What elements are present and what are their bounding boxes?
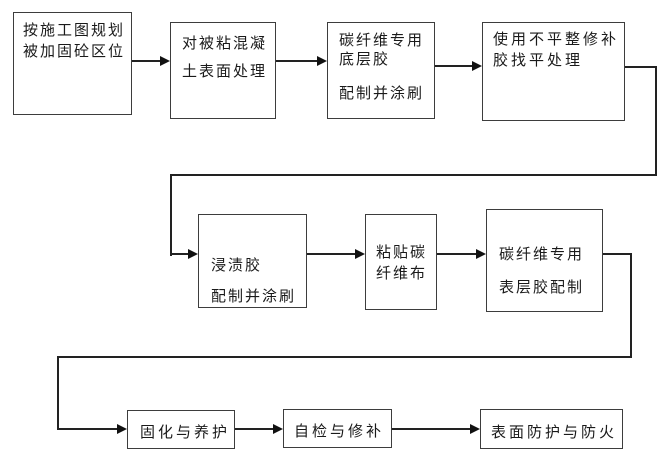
connector-segment-n5-n6 — [307, 253, 355, 255]
node-concrete-surface-treatment: 对被粘混凝 土表面处理 — [170, 22, 276, 119]
node-text-line: 表层胶配制 — [499, 279, 585, 296]
node-text-line: 配制并涂刷 — [211, 288, 297, 305]
node-attach-carbon-fiber-sheet: 粘贴碳 纤维布 — [365, 214, 437, 310]
arrowhead-right-icon — [472, 61, 482, 71]
node-surface-fire-protection: 表面防护与防火 — [480, 409, 623, 449]
connector-segment-n8-n9 — [235, 428, 273, 430]
connector-segment-n7-out — [603, 253, 632, 255]
connector-segment-into-n8 — [57, 428, 117, 430]
connector-segment-n1-n2 — [132, 60, 160, 62]
connector-segment-n2-n3 — [276, 60, 317, 62]
arrowhead-right-icon — [476, 249, 486, 259]
connector-segment-n7-across — [57, 356, 632, 358]
connector-segment-n9-n10 — [392, 428, 470, 430]
connector-segment-into-n5 — [170, 253, 188, 255]
arrowhead-right-icon — [117, 424, 127, 434]
arrowhead-right-icon — [317, 56, 327, 66]
node-text-line: 被加固砼区位 — [23, 43, 126, 60]
node-text-line: 使用不平整修补 — [493, 31, 620, 48]
arrowhead-right-icon — [273, 424, 283, 434]
connector-segment-n7-descend — [57, 356, 59, 430]
node-text-line: 粘贴碳 — [376, 244, 428, 261]
connector-segment-n4-descend — [170, 174, 172, 256]
node-top-coat-adhesive-mix: 碳纤维专用 表层胶配制 — [486, 209, 603, 312]
arrowhead-right-icon — [160, 56, 170, 66]
arrowhead-right-icon — [470, 424, 480, 434]
node-text-line: 底层胶 — [339, 51, 391, 68]
node-text-line: 自检与修补 — [294, 423, 385, 440]
node-text-line: 土表面处理 — [182, 63, 268, 80]
connector-segment-n3-n4 — [435, 65, 472, 67]
node-plan-reinforced-regions: 按施工图规划 被加固砼区位 — [13, 12, 132, 115]
arrowhead-right-icon — [188, 249, 198, 259]
connector-segment-n6-n7 — [437, 253, 476, 255]
node-text-line: 碳纤维专用 — [499, 246, 585, 263]
node-leveling-repair-adhesive: 使用不平整修补 胶找平处理 — [482, 22, 625, 121]
node-text-line: 纤维布 — [376, 265, 428, 282]
node-text-line: 胶找平处理 — [493, 52, 584, 69]
node-text-line: 按施工图规划 — [23, 22, 126, 39]
node-text-line: 配制并涂刷 — [339, 85, 425, 102]
arrowhead-right-icon — [355, 249, 365, 259]
node-text-line: 固化与养护 — [140, 424, 231, 441]
node-primer-adhesive-mix-apply: 碳纤维专用 底层胶 配制并涂刷 — [327, 22, 435, 119]
node-text-line: 碳纤维专用 — [339, 32, 425, 49]
connector-segment-n4-across — [170, 174, 657, 176]
node-curing-maintenance: 固化与养护 — [127, 410, 235, 449]
connector-segment-n4-down — [655, 66, 657, 176]
node-text-line: 浸渍胶 — [211, 257, 263, 274]
node-self-inspection-repair: 自检与修补 — [283, 409, 392, 448]
connector-segment-n7-down — [630, 253, 632, 358]
node-text-line: 对被粘混凝 — [182, 35, 268, 52]
connector-segment-n4-out — [625, 66, 657, 68]
node-text-line: 表面防护与防火 — [491, 424, 618, 441]
node-impregnating-adhesive-mix-apply: 浸渍胶 配制并涂刷 — [198, 214, 307, 308]
